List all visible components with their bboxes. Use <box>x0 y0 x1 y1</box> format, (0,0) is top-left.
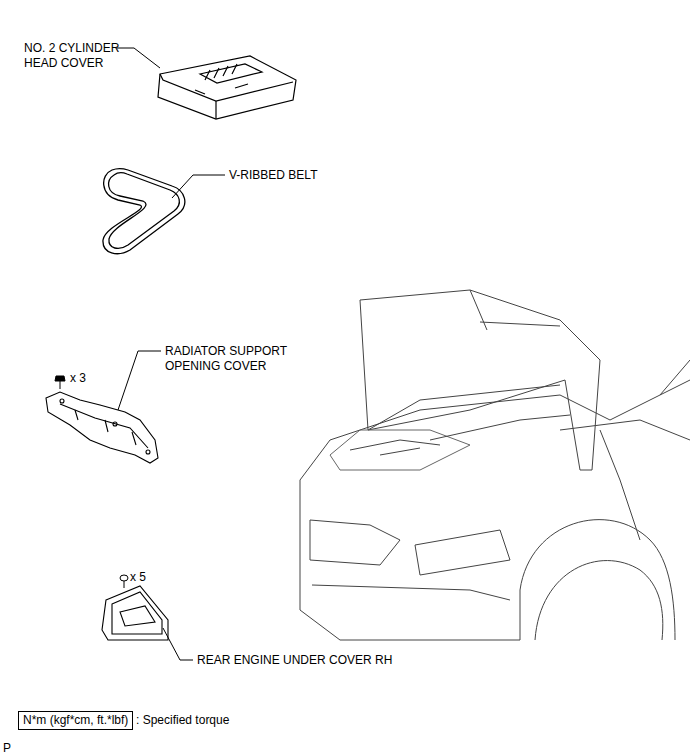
clip-symbol <box>120 575 128 588</box>
leader-line <box>172 175 225 198</box>
part-label: P <box>3 741 11 756</box>
leader-line <box>118 351 161 410</box>
part-label: x 3 <box>70 371 86 386</box>
v-ribbed-belt <box>103 169 185 254</box>
unit-text: N*m (kgf*cm, ft.*lbf) <box>23 713 128 727</box>
radiator-support-opening-cover <box>46 392 158 463</box>
leader-line <box>117 48 160 68</box>
part-label: x 5 <box>130 570 146 585</box>
part-label: REAR ENGINE UNDER COVER RH <box>197 653 392 668</box>
part-label: RADIATOR SUPPORT OPENING COVER <box>165 344 300 374</box>
cylinder-head-cover <box>158 56 296 119</box>
vehicle-illustration <box>300 290 690 640</box>
part-label: NO. 2 CYLINDER HEAD COVER <box>24 41 124 71</box>
legend-box: N*m (kgf*cm, ft.*lbf) <box>18 711 133 730</box>
rear-engine-under-cover <box>102 586 168 640</box>
bolt-symbol <box>55 376 65 389</box>
part-label: : Specified torque <box>136 713 229 728</box>
part-label: V-RIBBED BELT <box>229 168 317 183</box>
